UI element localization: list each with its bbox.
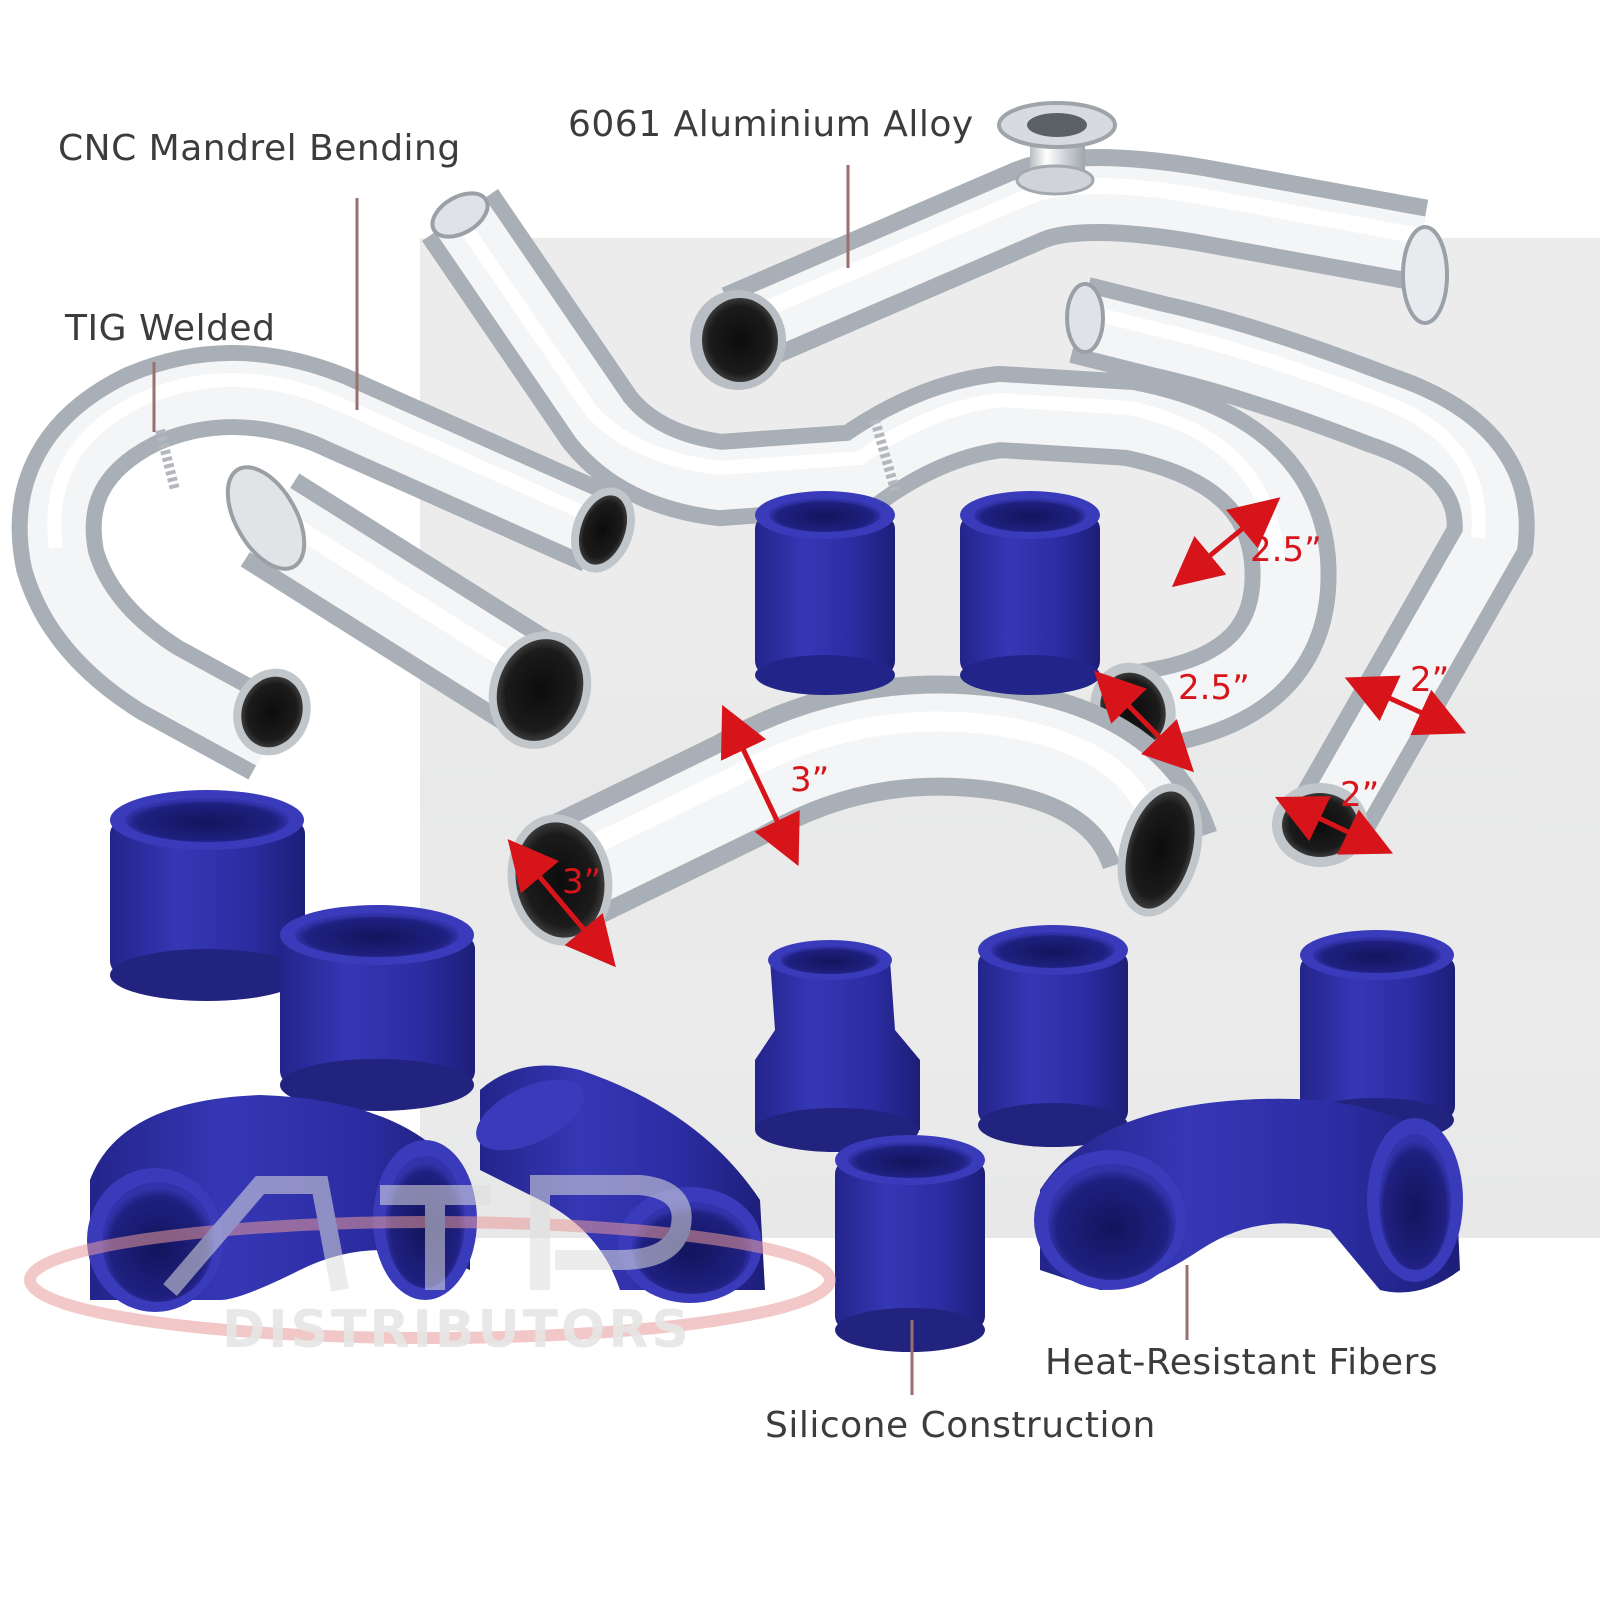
arrow-large-outer [720,704,800,867]
callout-silicone-construction: Silicone Construction [765,1405,1156,1446]
dimension-label-large-inner: 3” [562,862,602,902]
callout-cnc-mandrel-bending: CNC Mandrel Bending [58,128,461,169]
dimension-arrows [507,497,1467,968]
watermark-logo [24,1175,836,1344]
watermark-subtitle: DISTRIBUTORS [222,1300,692,1360]
callout-tig-welded: TIG Welded [65,308,276,349]
arrow-bend-inner [1093,670,1195,773]
arrow-bend-outer [1171,497,1281,588]
dimension-label-bend-inner: 2.5” [1178,668,1250,708]
coupler-straight [835,1135,985,1352]
leader-lines [152,165,1189,1395]
arrow-straight-inner [1274,796,1394,855]
coupler-large [110,790,305,1001]
u-bend-pipe [11,345,635,780]
dimension-label-large-outer: 3” [790,760,830,800]
arrow-straight-outer [1344,675,1467,736]
dimension-label-bend-outer: 2.5” [1250,530,1322,570]
coupler-straight [978,925,1128,1147]
coupler-straight [755,491,895,695]
dimension-label-straight-inner: 2” [1340,775,1380,815]
short-straight-pipe [225,465,592,749]
dimension-label-straight-outer: 2” [1410,660,1450,700]
coupler-straight [960,491,1100,695]
arrow-large-inner [507,839,616,968]
flanged-pipe [690,101,1449,390]
coupler-large [280,905,475,1111]
coupler-reducer [755,940,920,1152]
callout-aluminium-alloy: 6061 Aluminium Alloy [568,104,974,145]
callout-heat-resistant-fibers: Heat-Resistant Fibers [1045,1342,1439,1383]
coupler-elbow [1034,1098,1463,1293]
